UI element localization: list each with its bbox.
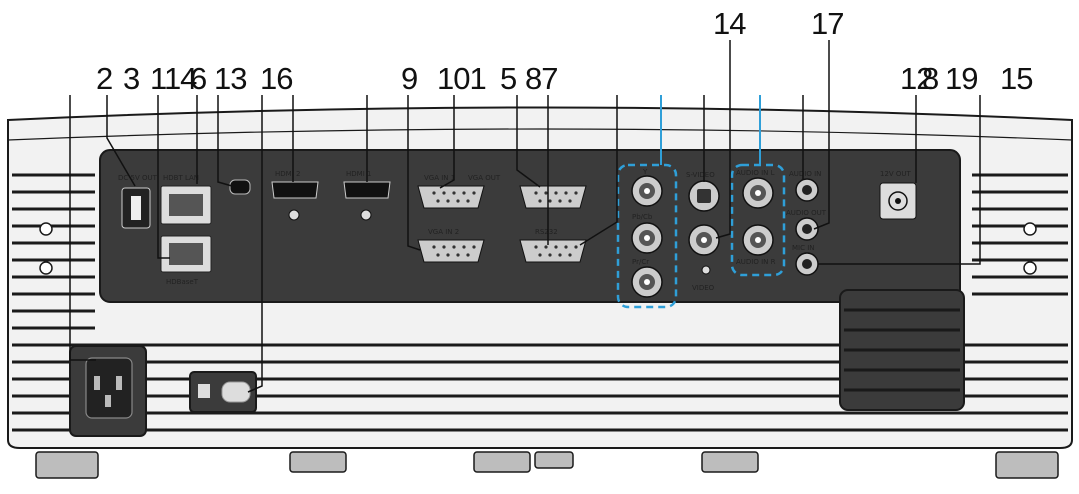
audio-in-r-label: AUDIO IN R xyxy=(736,258,776,266)
hdbaset-lan-label: HDBT LAN xyxy=(163,174,199,182)
hdmi-1-port xyxy=(343,181,391,199)
callout-8-7: 87 xyxy=(525,61,558,96)
left-vent-grille xyxy=(12,173,95,330)
audio-out-label: AUDIO OUT xyxy=(786,209,827,217)
callout-14: 14 xyxy=(713,6,746,41)
audio-in-lr-group xyxy=(730,163,786,277)
callout-5: 5 xyxy=(500,61,517,96)
callout-19: 19 xyxy=(945,61,978,96)
callout-16-top: 16 xyxy=(260,61,293,96)
callout-9: 9 xyxy=(401,61,418,96)
vga-in-2-port xyxy=(417,239,485,263)
trigger-label: 12V OUT xyxy=(880,170,912,178)
hdmi2-label: HDMI 2 xyxy=(275,170,300,178)
callout-15: 15 xyxy=(1000,61,1033,96)
callout-12: 12 xyxy=(900,61,933,96)
rs232-label: RS232 xyxy=(535,228,558,236)
vga-in-1-port xyxy=(417,185,485,209)
callout-10-1: 101 xyxy=(437,61,487,96)
hdmi-2-port xyxy=(271,181,319,199)
vga-in2-label: VGA IN 2 xyxy=(428,228,459,236)
audio-in-label: AUDIO IN xyxy=(789,170,821,178)
component-video-group xyxy=(616,163,678,309)
highlight-leaders xyxy=(660,95,761,165)
right-vent-grille xyxy=(972,173,1068,296)
vga-out-label: VGA OUT xyxy=(468,174,501,182)
video-label: VIDEO xyxy=(692,284,715,292)
callout-6: 6 xyxy=(190,61,207,96)
connector-panel xyxy=(99,149,961,303)
pr-cr-label: Pr/Cr xyxy=(632,258,649,266)
s-video-label: S-VIDEO xyxy=(686,171,715,179)
rs232-port xyxy=(519,239,587,263)
callout-13: 13 xyxy=(214,61,247,96)
callout-17: 17 xyxy=(811,6,844,41)
callout-11-4: 114 xyxy=(150,61,197,96)
audio-in-l-label: AUDIO IN L xyxy=(736,169,775,177)
pb-cb-label: Pb/Cb xyxy=(632,213,653,221)
y-label: Y xyxy=(642,168,648,176)
hdmi1-label: HDMI 1 xyxy=(346,170,371,178)
vga-out-port xyxy=(519,185,587,209)
vga-in1-label: VGA IN 1 xyxy=(424,174,455,182)
callout-2: 2 xyxy=(96,61,113,96)
callout-3: 3 xyxy=(123,61,140,96)
callout-leader-lines xyxy=(69,40,981,393)
hdbaset-label: HDBaseT xyxy=(166,278,199,286)
rca-jack xyxy=(631,175,663,298)
callout-18: 8 xyxy=(922,61,939,96)
mic-in-label: MIC IN xyxy=(792,244,815,252)
dc-out-label: DC 5V OUT xyxy=(118,174,158,182)
